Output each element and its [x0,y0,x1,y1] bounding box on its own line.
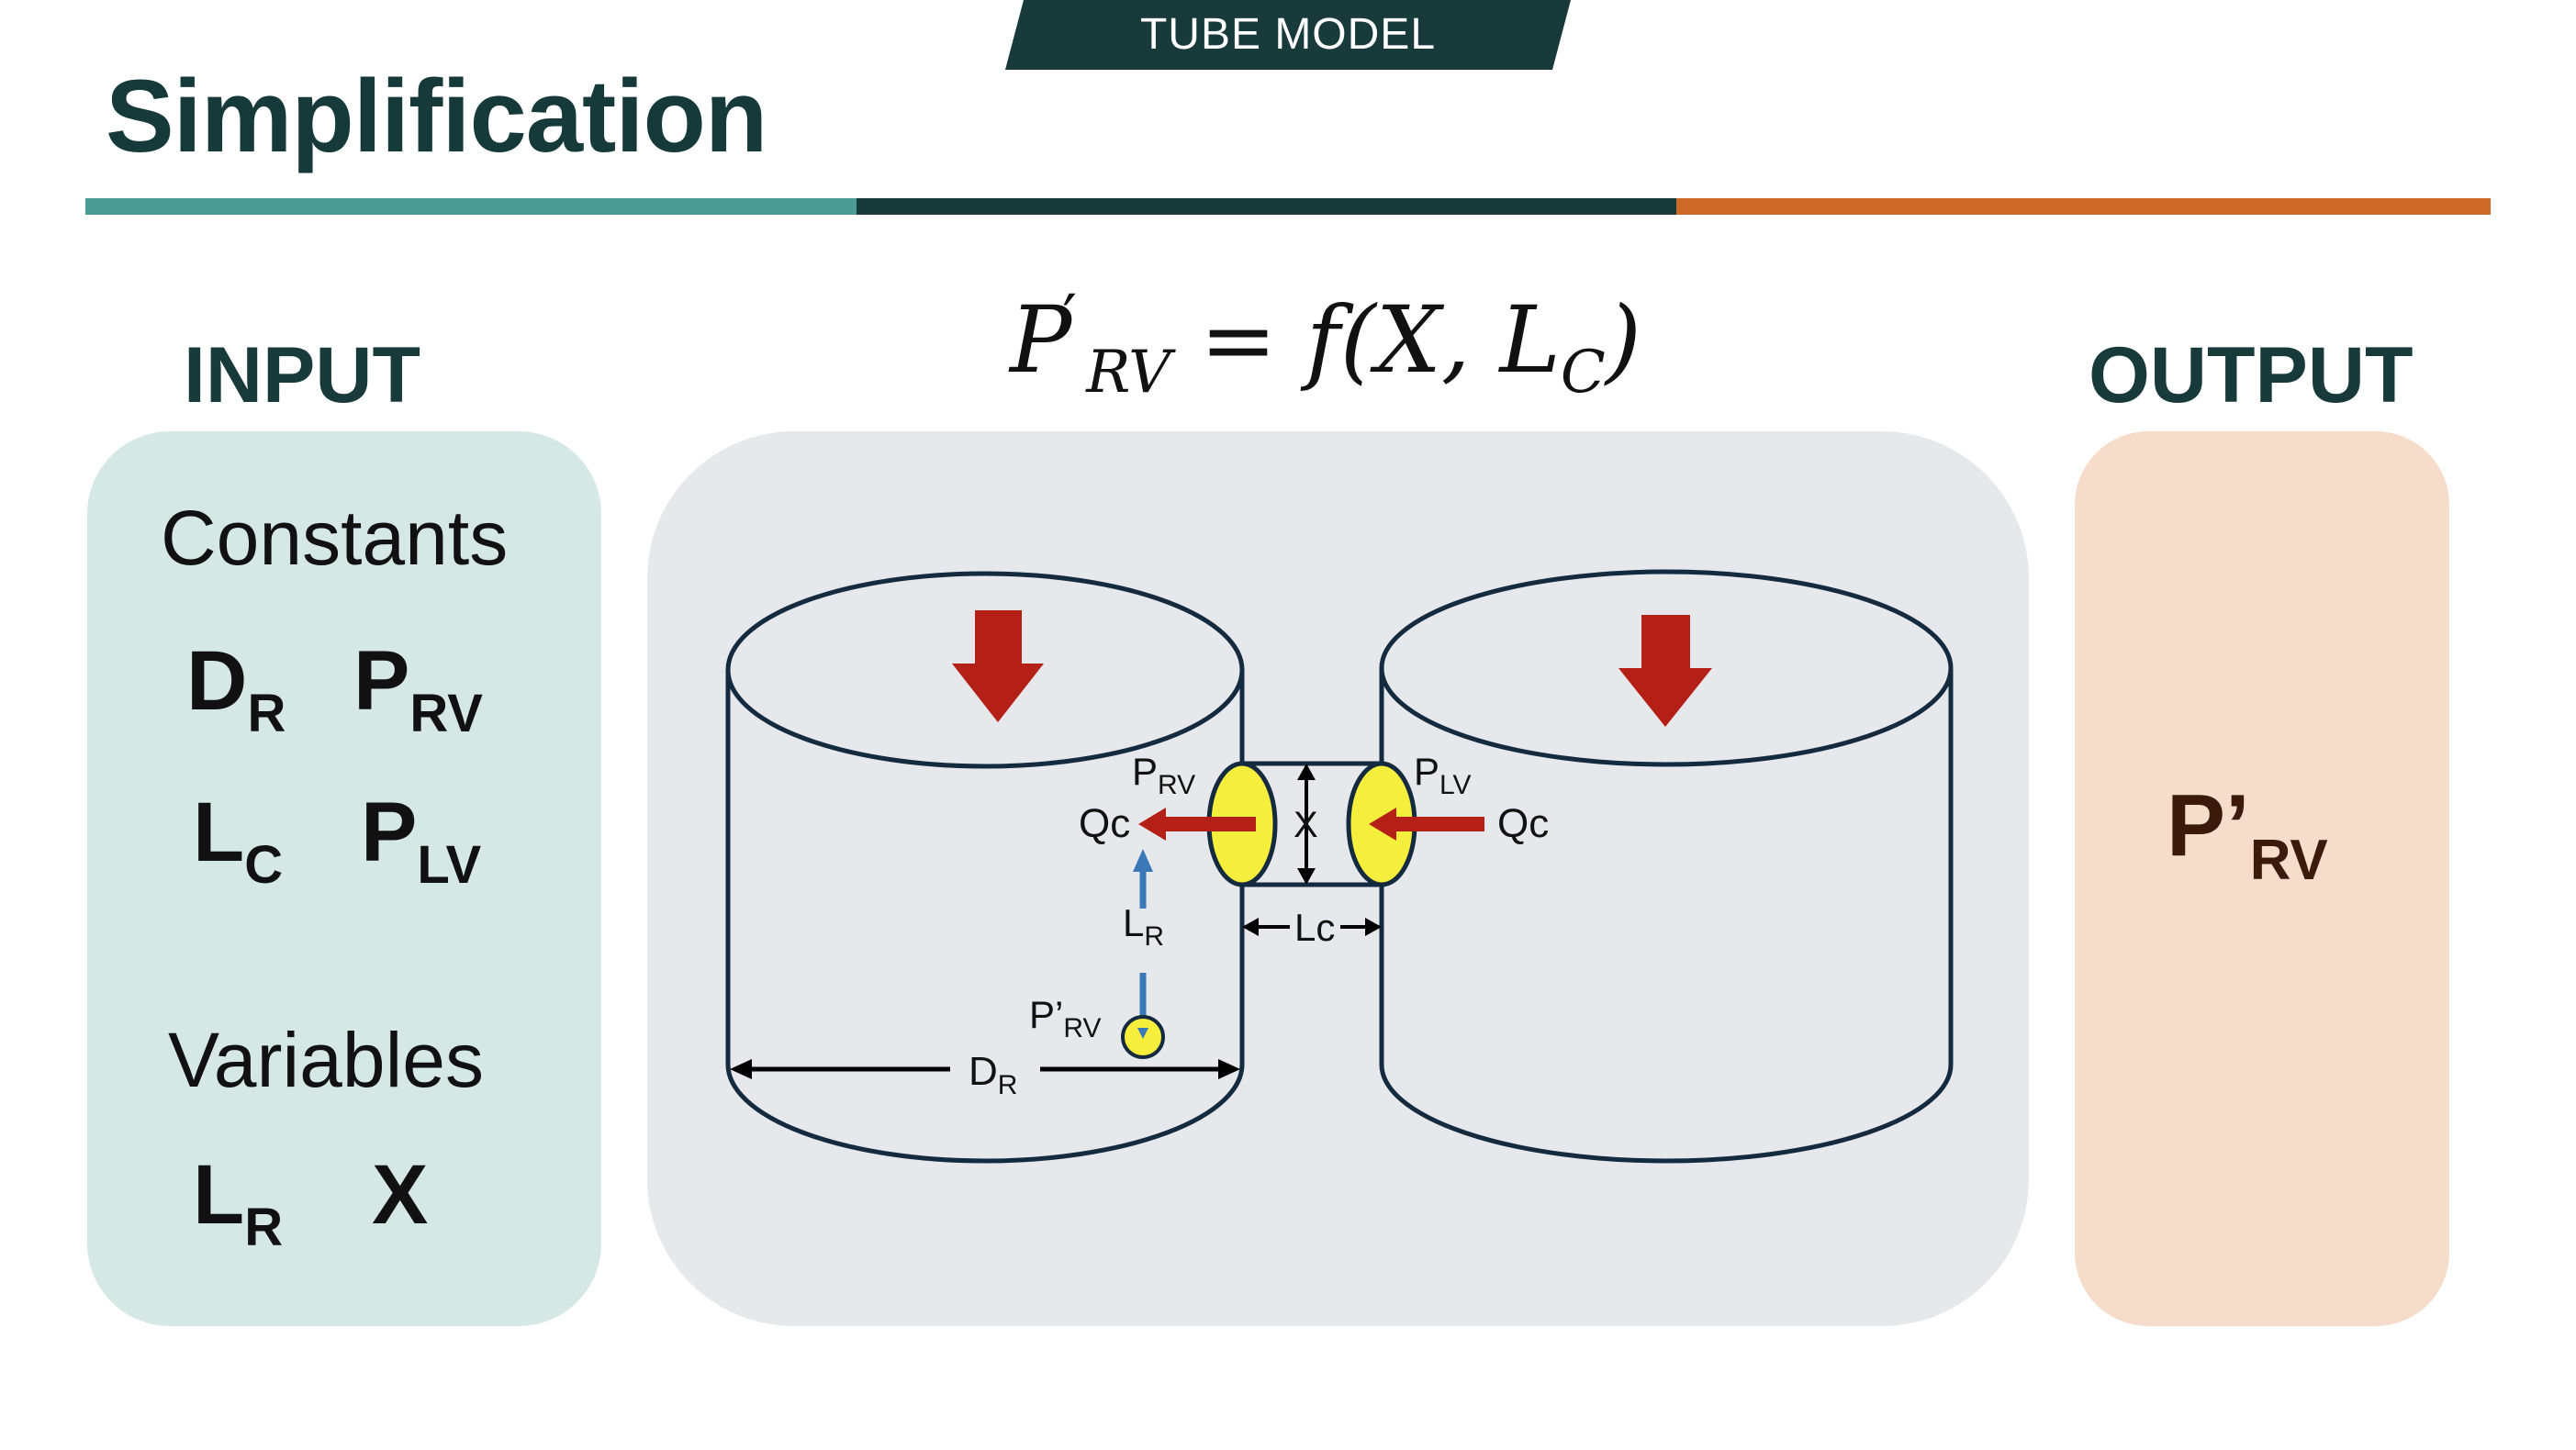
symbol-base: X [372,1148,429,1242]
label-lr: LR [1123,901,1164,952]
formula-rhs-sub: C [1560,339,1606,407]
symbol-sub: LV [417,835,482,895]
output-heading: OUTPUT [2089,331,2414,419]
formula-lhs: P [1010,286,1072,394]
input-panel [87,431,601,1326]
symbol-base: P’ [2167,776,2250,875]
formula-close: ) [1605,286,1641,394]
symbol-base: D [186,634,248,728]
rule-dark [857,198,1676,215]
symbol-base: L [193,786,245,879]
label-plv: PLV [1414,750,1471,800]
label-qc-left: Qc [1079,801,1130,846]
constant-dr: DR [186,633,286,744]
symbol-base: L [193,1148,245,1242]
flow-arrow-right [1369,808,1484,841]
output-panel [2075,431,2449,1326]
label-lc: Lc [1294,906,1335,949]
label-prv-prime: P’RV [1029,993,1102,1043]
constant-lc: LC [193,785,283,896]
label-dr: DR [969,1049,1017,1100]
formula-lhs-sub: RV [1086,339,1171,407]
section-tab: TUBE MODEL [1005,0,1571,70]
constant-plv: PLV [361,785,481,896]
rule-teal [85,198,857,215]
label-qc-right: Qc [1497,801,1549,846]
dr-arrow-left [730,1059,752,1079]
input-heading: INPUT [184,331,420,419]
symbol-sub: C [244,835,284,895]
pressure-arrow-left [952,610,1044,722]
tab-shape [1005,0,1571,70]
variables-label: Variables [168,1017,484,1103]
rule-orange [1676,198,2491,215]
slide-title: Simplification [106,59,767,173]
lc-arrow-right [1365,918,1382,936]
flow-arrow-left [1138,808,1256,841]
symbol-sub: RV [409,684,483,743]
constant-prv: PRV [353,633,483,744]
variable-lr: LR [193,1147,283,1258]
tab-label: TUBE MODEL [1139,10,1437,59]
pressure-arrow-right [1618,615,1712,727]
dr-arrow-right [1218,1059,1240,1079]
formula: P′RV = f(X, LC) [1010,281,1641,407]
label-prv: PRV [1132,750,1195,800]
formula-prime: ′ [1062,281,1078,356]
output-symbol: P’RV [2167,775,2328,893]
symbol-sub: R [247,684,286,743]
tube-model-diagram: PRV PLV Qc Qc X Lc LR P’RV DR [725,569,1954,1164]
variable-x: X [372,1147,428,1244]
symbol-sub: R [244,1198,284,1257]
lc-arrow-left [1242,918,1259,936]
symbol-base: P [361,786,418,879]
formula-rhs: = f(X, L [1200,286,1561,394]
symbol-sub: RV [2249,829,2328,892]
constants-label: Constants [161,495,509,581]
symbol-base: P [353,634,410,728]
label-x: X [1294,805,1318,845]
lr-arrow-head [1133,849,1153,872]
right-cylinder [1379,569,1954,1164]
